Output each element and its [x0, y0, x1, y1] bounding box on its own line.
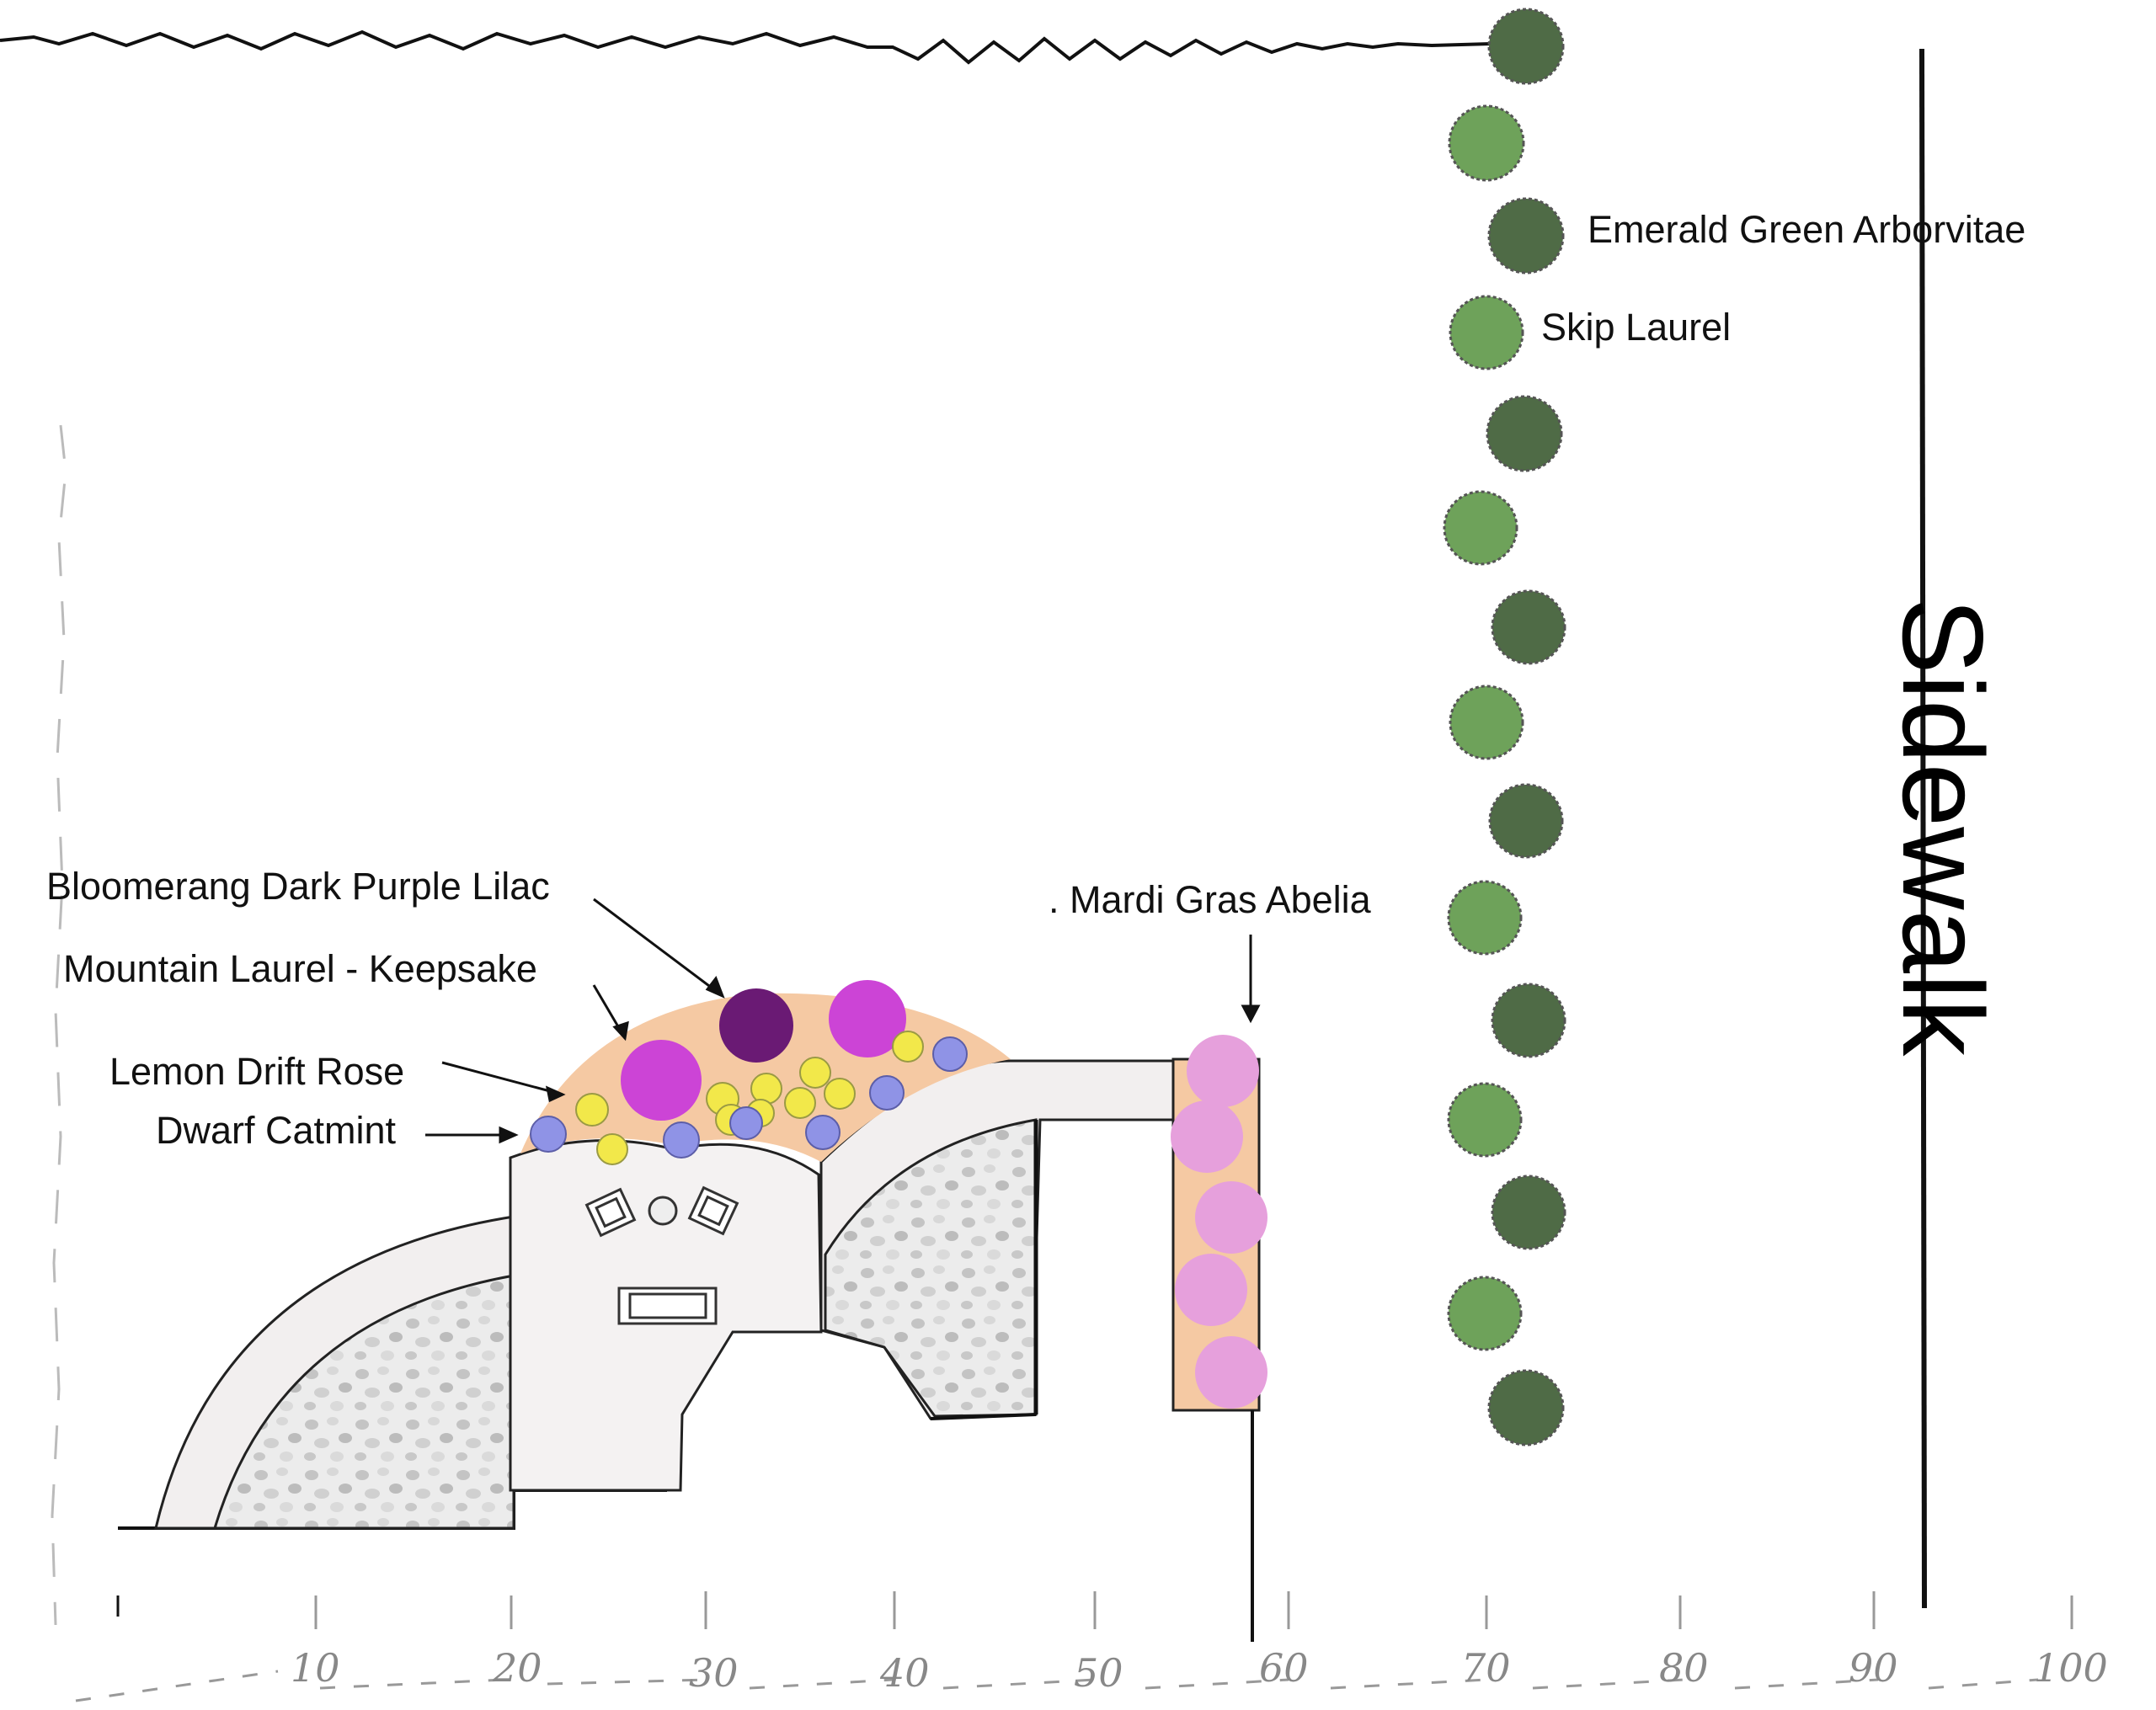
tree-row [1443, 8, 1566, 1446]
arborvitae-tree [1487, 8, 1565, 85]
arborvitae-tree [1491, 983, 1566, 1058]
scale-tick-70: 70 [1461, 1645, 1511, 1691]
skip-laurel-tree [1449, 685, 1524, 760]
label-mardi-gras-abelia: . Mardi Gras Abelia [1049, 878, 1371, 921]
leader-arrows [425, 898, 1261, 1144]
skip-laurel-tree [1447, 1082, 1523, 1158]
scale-tick-80: 80 [1659, 1645, 1709, 1691]
arborvitae-tree [1487, 197, 1565, 274]
label-skip-laurel: Skip Laurel [1541, 306, 1732, 349]
skip-laurel-tree [1443, 490, 1518, 566]
skip-laurel-tree [1449, 295, 1524, 370]
label-mountain-laurel: Mountain Laurel - Keepsake [63, 947, 537, 990]
label-bloomerang-lilac: Bloomerang Dark Purple Lilac [46, 865, 550, 908]
property-line [0, 29, 1492, 65]
scale-tick-30: 30 [689, 1650, 739, 1696]
label-emerald-green-arborvitae: Emerald Green Arborvitae [1588, 208, 2026, 251]
scale-tick-40: 40 [880, 1650, 930, 1696]
lilac-plant [719, 988, 793, 1063]
lemon-drift-roses [575, 1031, 924, 1165]
label-sidewalk: Sidewalk [1879, 598, 2007, 1057]
label-dwarf-catmint: Dwarf Catmint [156, 1109, 397, 1152]
sidewalk-line [1919, 48, 1927, 1609]
scale-bar [75, 1591, 2073, 1702]
scale-tick-90: 90 [1849, 1645, 1898, 1691]
arborvitae-tree [1491, 1175, 1566, 1250]
scale-tick-20: 20 [493, 1645, 542, 1691]
mardi-gras-abelia [1171, 1035, 1267, 1409]
dwarf-catmint [530, 1036, 968, 1159]
skip-laurel-tree [1447, 1276, 1523, 1351]
arborvitae-tree [1488, 783, 1564, 859]
mountain-laurel-plant [621, 1040, 702, 1121]
arborvitae-tree [1487, 1369, 1565, 1446]
scale-tick-100: 100 [2034, 1645, 2108, 1691]
patio-furniture [584, 1185, 739, 1325]
label-lemon-drift-rose: Lemon Drift Rose [109, 1050, 405, 1093]
skip-laurel-tree [1448, 104, 1525, 182]
arborvitae-tree [1491, 589, 1566, 665]
scale-tick-50: 50 [1074, 1650, 1123, 1696]
scale-tick-60: 60 [1259, 1645, 1309, 1691]
left-dashed-edge [51, 424, 67, 1626]
mountain-laurel-plant [829, 980, 906, 1057]
arborvitae-tree [1486, 395, 1563, 472]
skip-laurel-tree [1447, 880, 1523, 956]
scale-tick-10: 10 [291, 1645, 340, 1691]
